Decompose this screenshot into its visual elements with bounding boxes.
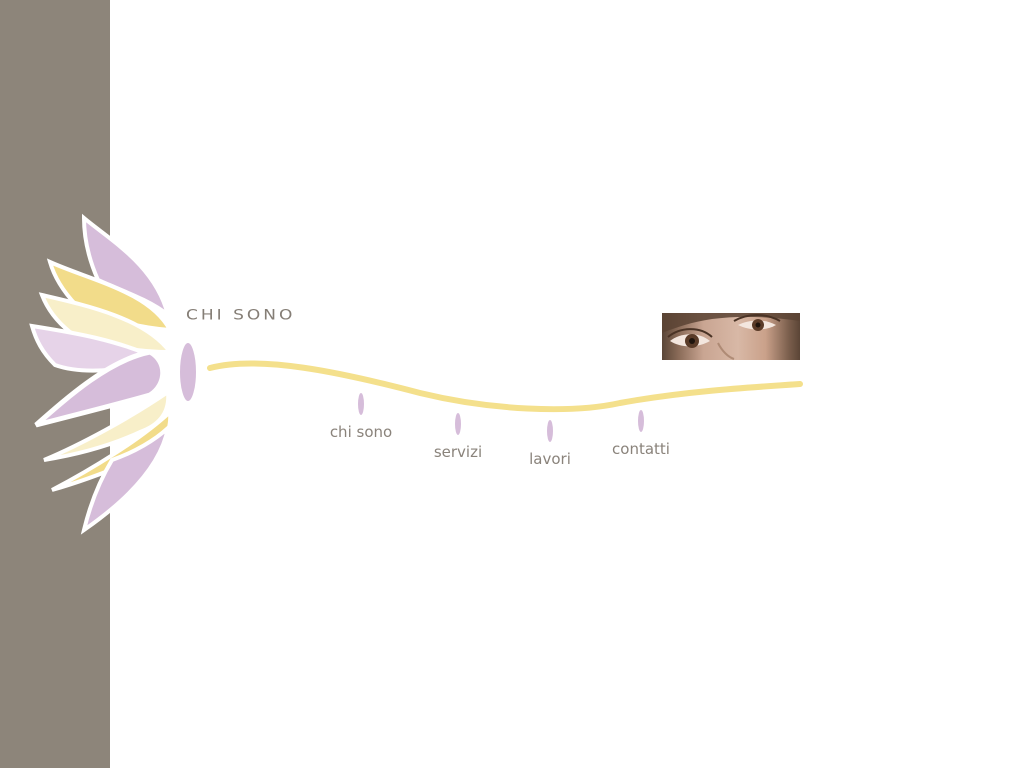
nav-item-servizi[interactable]: servizi [430, 413, 486, 461]
flower-bud [178, 341, 198, 403]
petal-lower-cream [43, 388, 171, 462]
nav-dot [455, 413, 461, 435]
page-title: CHI SONO [186, 307, 296, 324]
nav-label[interactable]: chi sono [329, 423, 393, 441]
nav-item-chi-sono[interactable]: chi sono [328, 393, 394, 441]
petal-center-lilac [34, 349, 166, 428]
nav-label[interactable]: lavori [529, 450, 571, 468]
eyes-photo-art [662, 313, 800, 360]
petal-top-lilac [81, 213, 172, 321]
petal-upper-yellow [46, 258, 174, 333]
nav-label[interactable]: contatti [612, 440, 670, 458]
petal-bottom-lilac [80, 422, 172, 535]
nav-item-lavori[interactable]: lavori [526, 420, 574, 468]
nav-item-contatti[interactable]: contatti [606, 410, 676, 458]
nav-dot [547, 420, 553, 442]
nav-dot [638, 410, 644, 432]
eyes-photo [662, 313, 800, 360]
flower-logo [29, 213, 198, 535]
nav-label[interactable]: servizi [433, 443, 483, 461]
nav-dot [358, 393, 364, 415]
